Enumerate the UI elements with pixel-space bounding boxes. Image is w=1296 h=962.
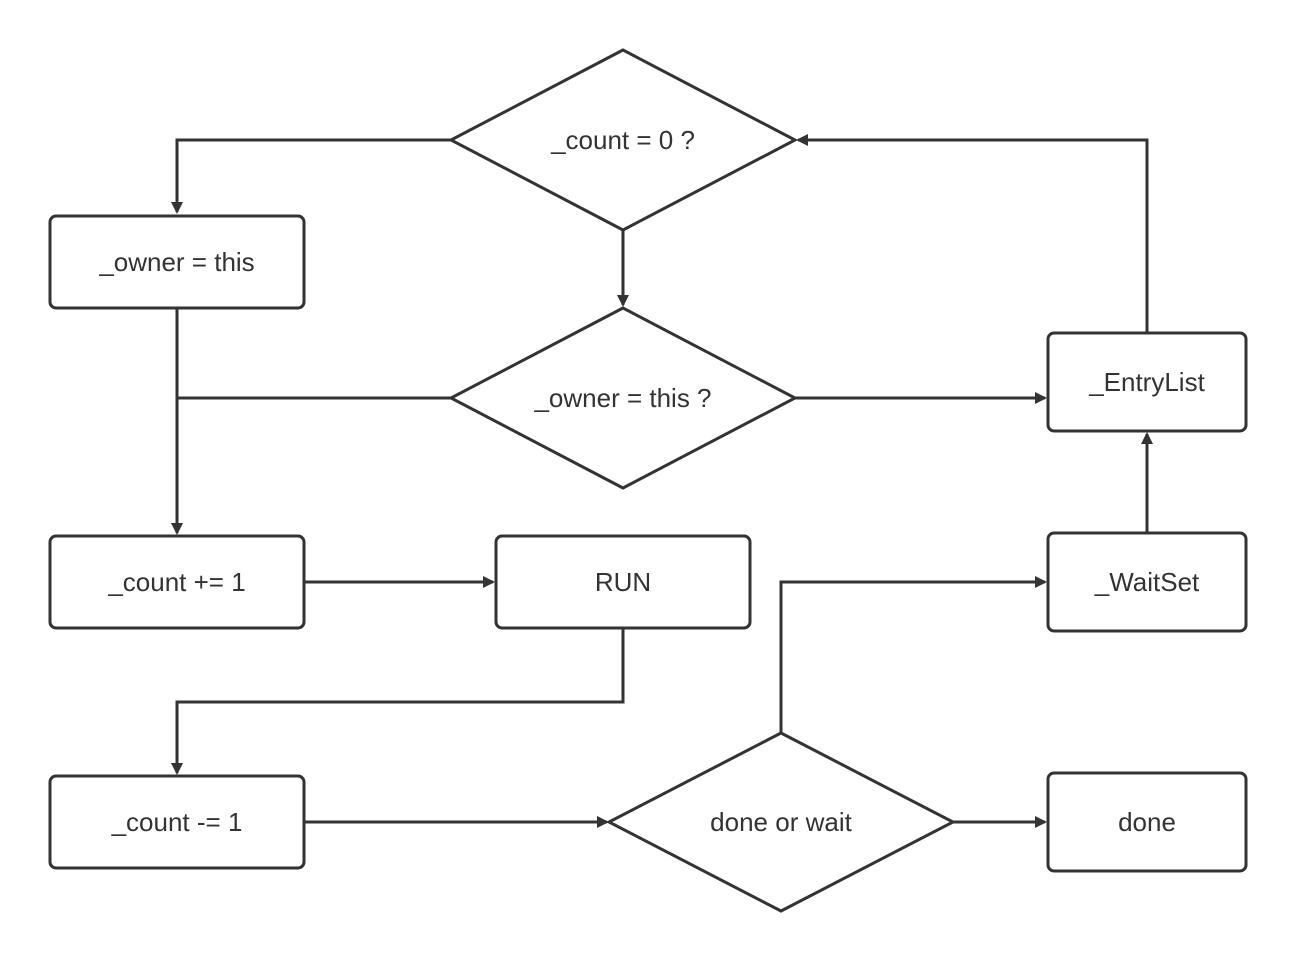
node-done: done xyxy=(1046,771,1248,873)
node-wait-set: _WaitSet xyxy=(1046,531,1248,633)
node-owner-assign: _owner = this xyxy=(48,214,306,310)
node-done-or-wait: done or wait xyxy=(605,731,957,913)
node-run: RUN xyxy=(494,534,752,630)
node-count-dec: _count -= 1 xyxy=(48,774,306,870)
node-label: _count += 1 xyxy=(107,567,245,597)
node-label: _WaitSet xyxy=(1094,567,1200,597)
node-entry-list: _EntryList xyxy=(1046,331,1248,433)
node-owner-check: _owner = this ? xyxy=(447,306,799,490)
process-box xyxy=(1046,531,1248,633)
process-box xyxy=(1046,771,1248,873)
node-label: done or wait xyxy=(710,807,852,837)
process-box xyxy=(48,534,306,630)
node-label: _owner = this xyxy=(98,247,254,277)
node-label: _EntryList xyxy=(1088,367,1205,397)
decision-diamond xyxy=(447,48,799,232)
node-count-inc: _count += 1 xyxy=(48,534,306,630)
node-label: _count -= 1 xyxy=(111,807,243,837)
edge-run-to-count-dec xyxy=(171,628,625,775)
edge-count-zero-to-owner-assign xyxy=(171,138,451,214)
decision-diamond xyxy=(605,731,957,913)
process-box xyxy=(48,774,306,870)
node-label: RUN xyxy=(595,567,651,597)
process-box xyxy=(494,534,752,630)
process-box xyxy=(48,214,306,310)
node-label: _count = 0 ? xyxy=(550,125,695,155)
node-label: _owner = this ? xyxy=(533,383,711,413)
edge-entry-list-to-count-zero xyxy=(796,134,1149,333)
edges xyxy=(171,134,1153,828)
node-count-zero: _count = 0 ? xyxy=(447,48,799,232)
decision-diamond xyxy=(447,306,799,490)
edge-done-or-wait-to-wait-set xyxy=(779,576,1047,733)
process-box xyxy=(1046,331,1248,433)
node-label: done xyxy=(1118,807,1176,837)
